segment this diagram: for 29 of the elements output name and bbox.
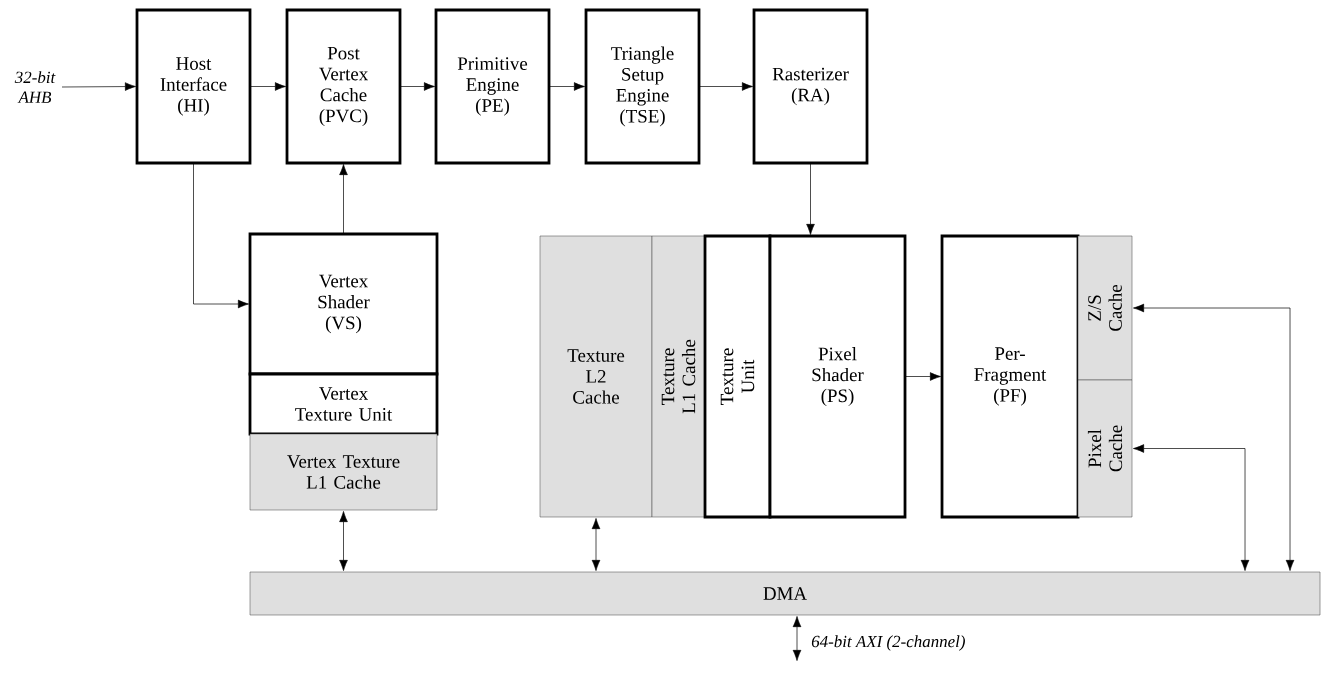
arrow xyxy=(904,372,941,381)
arrow xyxy=(399,82,435,91)
block-box: Texture Unit xyxy=(703,234,772,519)
arrow xyxy=(548,82,585,91)
arrow xyxy=(792,616,802,661)
block-box: Rasterizer (RA) xyxy=(752,8,869,165)
block-box: Triangle Setup Engine (TSE) xyxy=(584,8,701,165)
arrow xyxy=(698,82,753,91)
cache-box: Pixel Cache xyxy=(1077,379,1133,518)
arrow xyxy=(339,511,348,571)
edge-label: 32-bit AHB xyxy=(14,71,56,103)
arrow xyxy=(1133,444,1250,571)
cache-box: DMA xyxy=(249,571,1321,616)
block-box: Host Interface (HI) xyxy=(135,8,252,165)
cache-box: Texture L1 Cache xyxy=(651,235,706,518)
arrow xyxy=(339,164,348,235)
arrow xyxy=(61,82,136,91)
arrow xyxy=(193,162,249,309)
arrow xyxy=(249,82,286,91)
block-box: Primitive Engine (PE) xyxy=(434,8,551,165)
block-box: Per- Fragment (PF) xyxy=(940,234,1080,519)
block-box: Post Vertex Cache (PVC) xyxy=(285,8,402,165)
arrow xyxy=(1133,303,1295,571)
arrow xyxy=(806,162,815,235)
arrow xyxy=(591,518,601,571)
block-box: Vertex Texture Unit xyxy=(248,372,439,436)
cache-box: Vertex Texture L1 Cache xyxy=(249,433,438,511)
edge-label: 64-bit AXI (2-channel) xyxy=(811,635,965,651)
cache-box: Z/S Cache xyxy=(1077,235,1133,381)
